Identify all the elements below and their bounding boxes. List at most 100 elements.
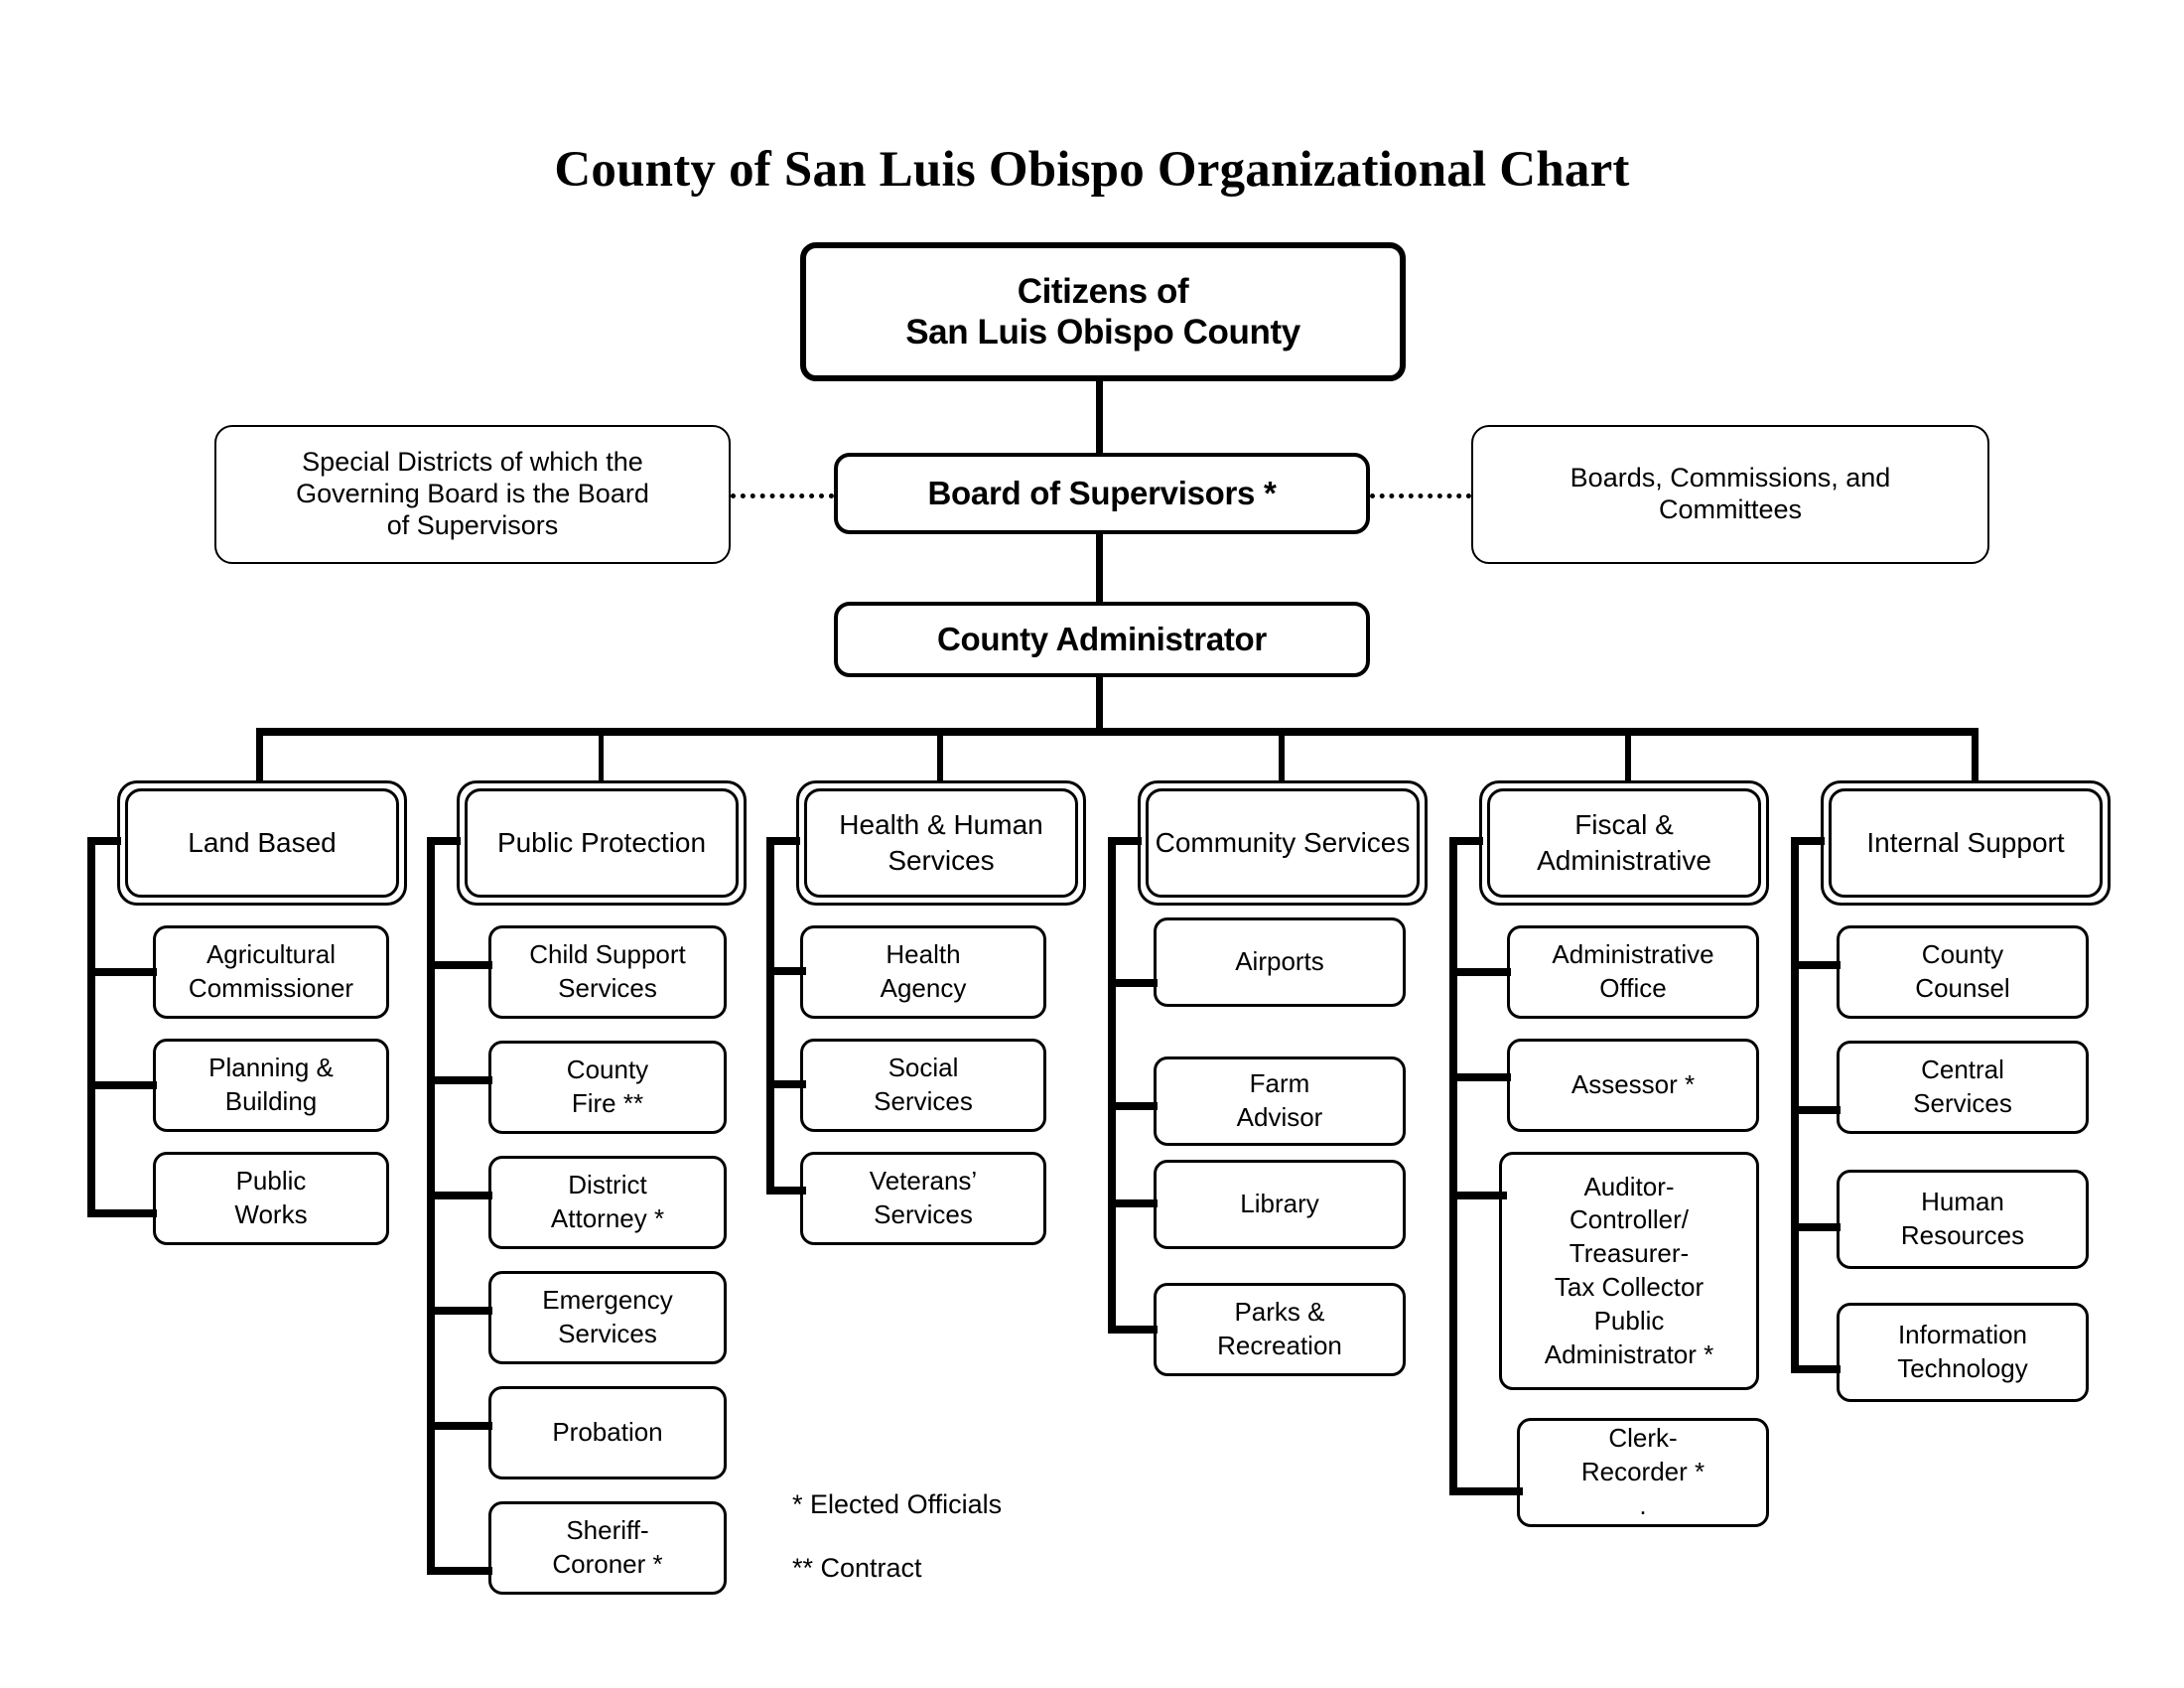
connector-citizens-to-bos [1096,381,1103,453]
division-label-public-protection: Public Protection [496,827,707,859]
leaf-label: Auditor- Controller/ Treasurer- Tax Coll… [1544,1171,1714,1369]
stub-public-protection-header [427,837,461,845]
leaf-child-support-services: Child Support Services [488,925,727,1019]
stub-internal-support-header [1791,837,1825,845]
stub-human-resources [1791,1223,1841,1231]
leaf-airports: Airports [1154,917,1406,1007]
leaf-label: District Attorney * [550,1170,665,1233]
leaf-emergency-services: Emergency Services [488,1271,727,1364]
leaf-label: Parks & Recreation [1217,1297,1342,1360]
stub-library [1108,1199,1158,1207]
leaf-label: Human Resources [1900,1187,2025,1250]
drop-line-public-protection [599,728,604,782]
leaf-sheriff-coroner: Sheriff- Coroner * [488,1501,727,1595]
legend-contract: ** Contract [792,1553,922,1583]
leaf-label: Social Services [874,1053,973,1116]
leaf-label: Probation [552,1417,663,1448]
trunk-health-human-services [766,837,774,1195]
leaf-auditor-controller: Auditor- Controller/ Treasurer- Tax Coll… [1499,1152,1759,1390]
leaf-label: Central Services [1913,1055,2012,1118]
stub-auditor-controller [1449,1192,1507,1199]
division-header-fiscal-administrative-inner: Fiscal & Administrative [1487,788,1761,898]
division-label-community-services: Community Services [1155,827,1411,859]
division-label-fiscal-administrative: Fiscal & Administrative [1537,809,1711,876]
division-header-community-services-inner: Community Services [1146,788,1420,898]
division-header-fiscal-administrative: Fiscal & Administrative [1479,780,1769,906]
division-header-internal-support: Internal Support [1821,780,2111,906]
leaf-farm-advisor: Farm Advisor [1154,1056,1406,1146]
trunk-public-protection [427,837,435,1575]
board-of-supervisors-label: Board of Supervisors * [927,474,1277,511]
stub-district-attorney [427,1192,492,1199]
stub-farm-advisor [1108,1102,1158,1110]
leaf-label: Agricultural Commissioner [188,939,354,1003]
trunk-land-based [87,837,95,1217]
division-header-public-protection-inner: Public Protection [465,788,739,898]
county-administrator-label: County Administrator [937,620,1267,657]
division-header-land-based-inner: Land Based [125,788,399,898]
leaf-label: Assessor * [1570,1069,1696,1100]
special-districts-label: Special Districts of which the Governing… [296,447,649,540]
division-label-internal-support: Internal Support [1866,827,2065,859]
leaf-human-resources: Human Resources [1837,1170,2089,1269]
stub-child-support-services [427,961,492,969]
citizens-label: Citizens of San Luis Obispo County [905,271,1300,352]
stub-information-technology [1791,1365,1841,1373]
leaf-social-services: Social Services [800,1039,1046,1132]
connector-bos-to-administrator [1096,534,1103,602]
leaf-label: Sheriff- Coroner * [552,1515,663,1579]
distribution-bus [256,728,1979,736]
drop-line-internal-support [1972,728,1979,782]
boards-commissions-label: Boards, Commissions, and Committees [1570,463,1891,524]
trunk-community-services [1108,837,1116,1334]
boards-commissions-box: Boards, Commissions, and Committees [1471,425,1989,564]
connector-administrator-drop [1096,677,1103,732]
division-label-health-human-services: Health & Human Services [839,809,1043,876]
division-header-land-based: Land Based [117,780,407,906]
stub-central-services [1791,1106,1841,1114]
stub-planning-building [87,1081,157,1089]
leaf-administrative-office: Administrative Office [1507,925,1759,1019]
stub-community-services-header [1108,837,1142,845]
stub-fiscal-administrative-header [1449,837,1483,845]
division-header-health-human-services-inner: Health & Human Services [804,788,1078,898]
trunk-fiscal-administrative [1449,837,1457,1495]
leaf-label: Veterans’ Services [869,1166,978,1229]
division-label-land-based: Land Based [188,827,337,859]
stub-agricultural-commissioner [87,968,157,976]
leaf-information-technology: Information Technology [1837,1303,2089,1402]
leaf-label: Planning & Building [208,1053,334,1116]
drop-line-fiscal-administrative [1625,728,1631,782]
stub-health-agency [766,967,806,975]
division-header-community-services: Community Services [1138,780,1428,906]
leaf-clerk-recorder: Clerk- Recorder * . [1517,1418,1769,1527]
drop-line-community-services [1279,728,1285,782]
leaf-label: County Counsel [1915,939,2010,1003]
leaf-label: Farm Advisor [1236,1068,1323,1132]
leaf-veterans-services: Veterans’ Services [800,1152,1046,1245]
leaf-central-services: Central Services [1837,1041,2089,1134]
citizens-box: Citizens of San Luis Obispo County [800,242,1406,381]
legend-elected-officials: * Elected Officials [792,1489,1003,1519]
stub-administrative-office [1449,968,1511,976]
leaf-agricultural-commissioner: Agricultural Commissioner [153,925,389,1019]
leaf-probation: Probation [488,1386,727,1479]
stub-veterans-services [766,1187,806,1195]
leaf-label: County Fire ** [566,1055,649,1118]
special-districts-box: Special Districts of which the Governing… [214,425,731,564]
leaf-district-attorney: District Attorney * [488,1156,727,1249]
leaf-label: Health Agency [880,939,967,1003]
stub-airports [1108,979,1158,987]
stub-health-human-services-header [766,837,800,845]
leaf-label: Clerk- Recorder * . [1580,1423,1706,1520]
stub-emergency-services [427,1307,492,1315]
stub-parks-recreation [1108,1326,1158,1334]
leaf-county-fire: County Fire ** [488,1041,727,1134]
leaf-county-counsel: County Counsel [1837,925,2089,1019]
leaf-label: Library [1240,1189,1319,1219]
leaf-label: Information Technology [1897,1320,2028,1383]
stub-sheriff-coroner [427,1567,492,1575]
division-header-internal-support-inner: Internal Support [1829,788,2103,898]
stub-social-services [766,1080,806,1088]
